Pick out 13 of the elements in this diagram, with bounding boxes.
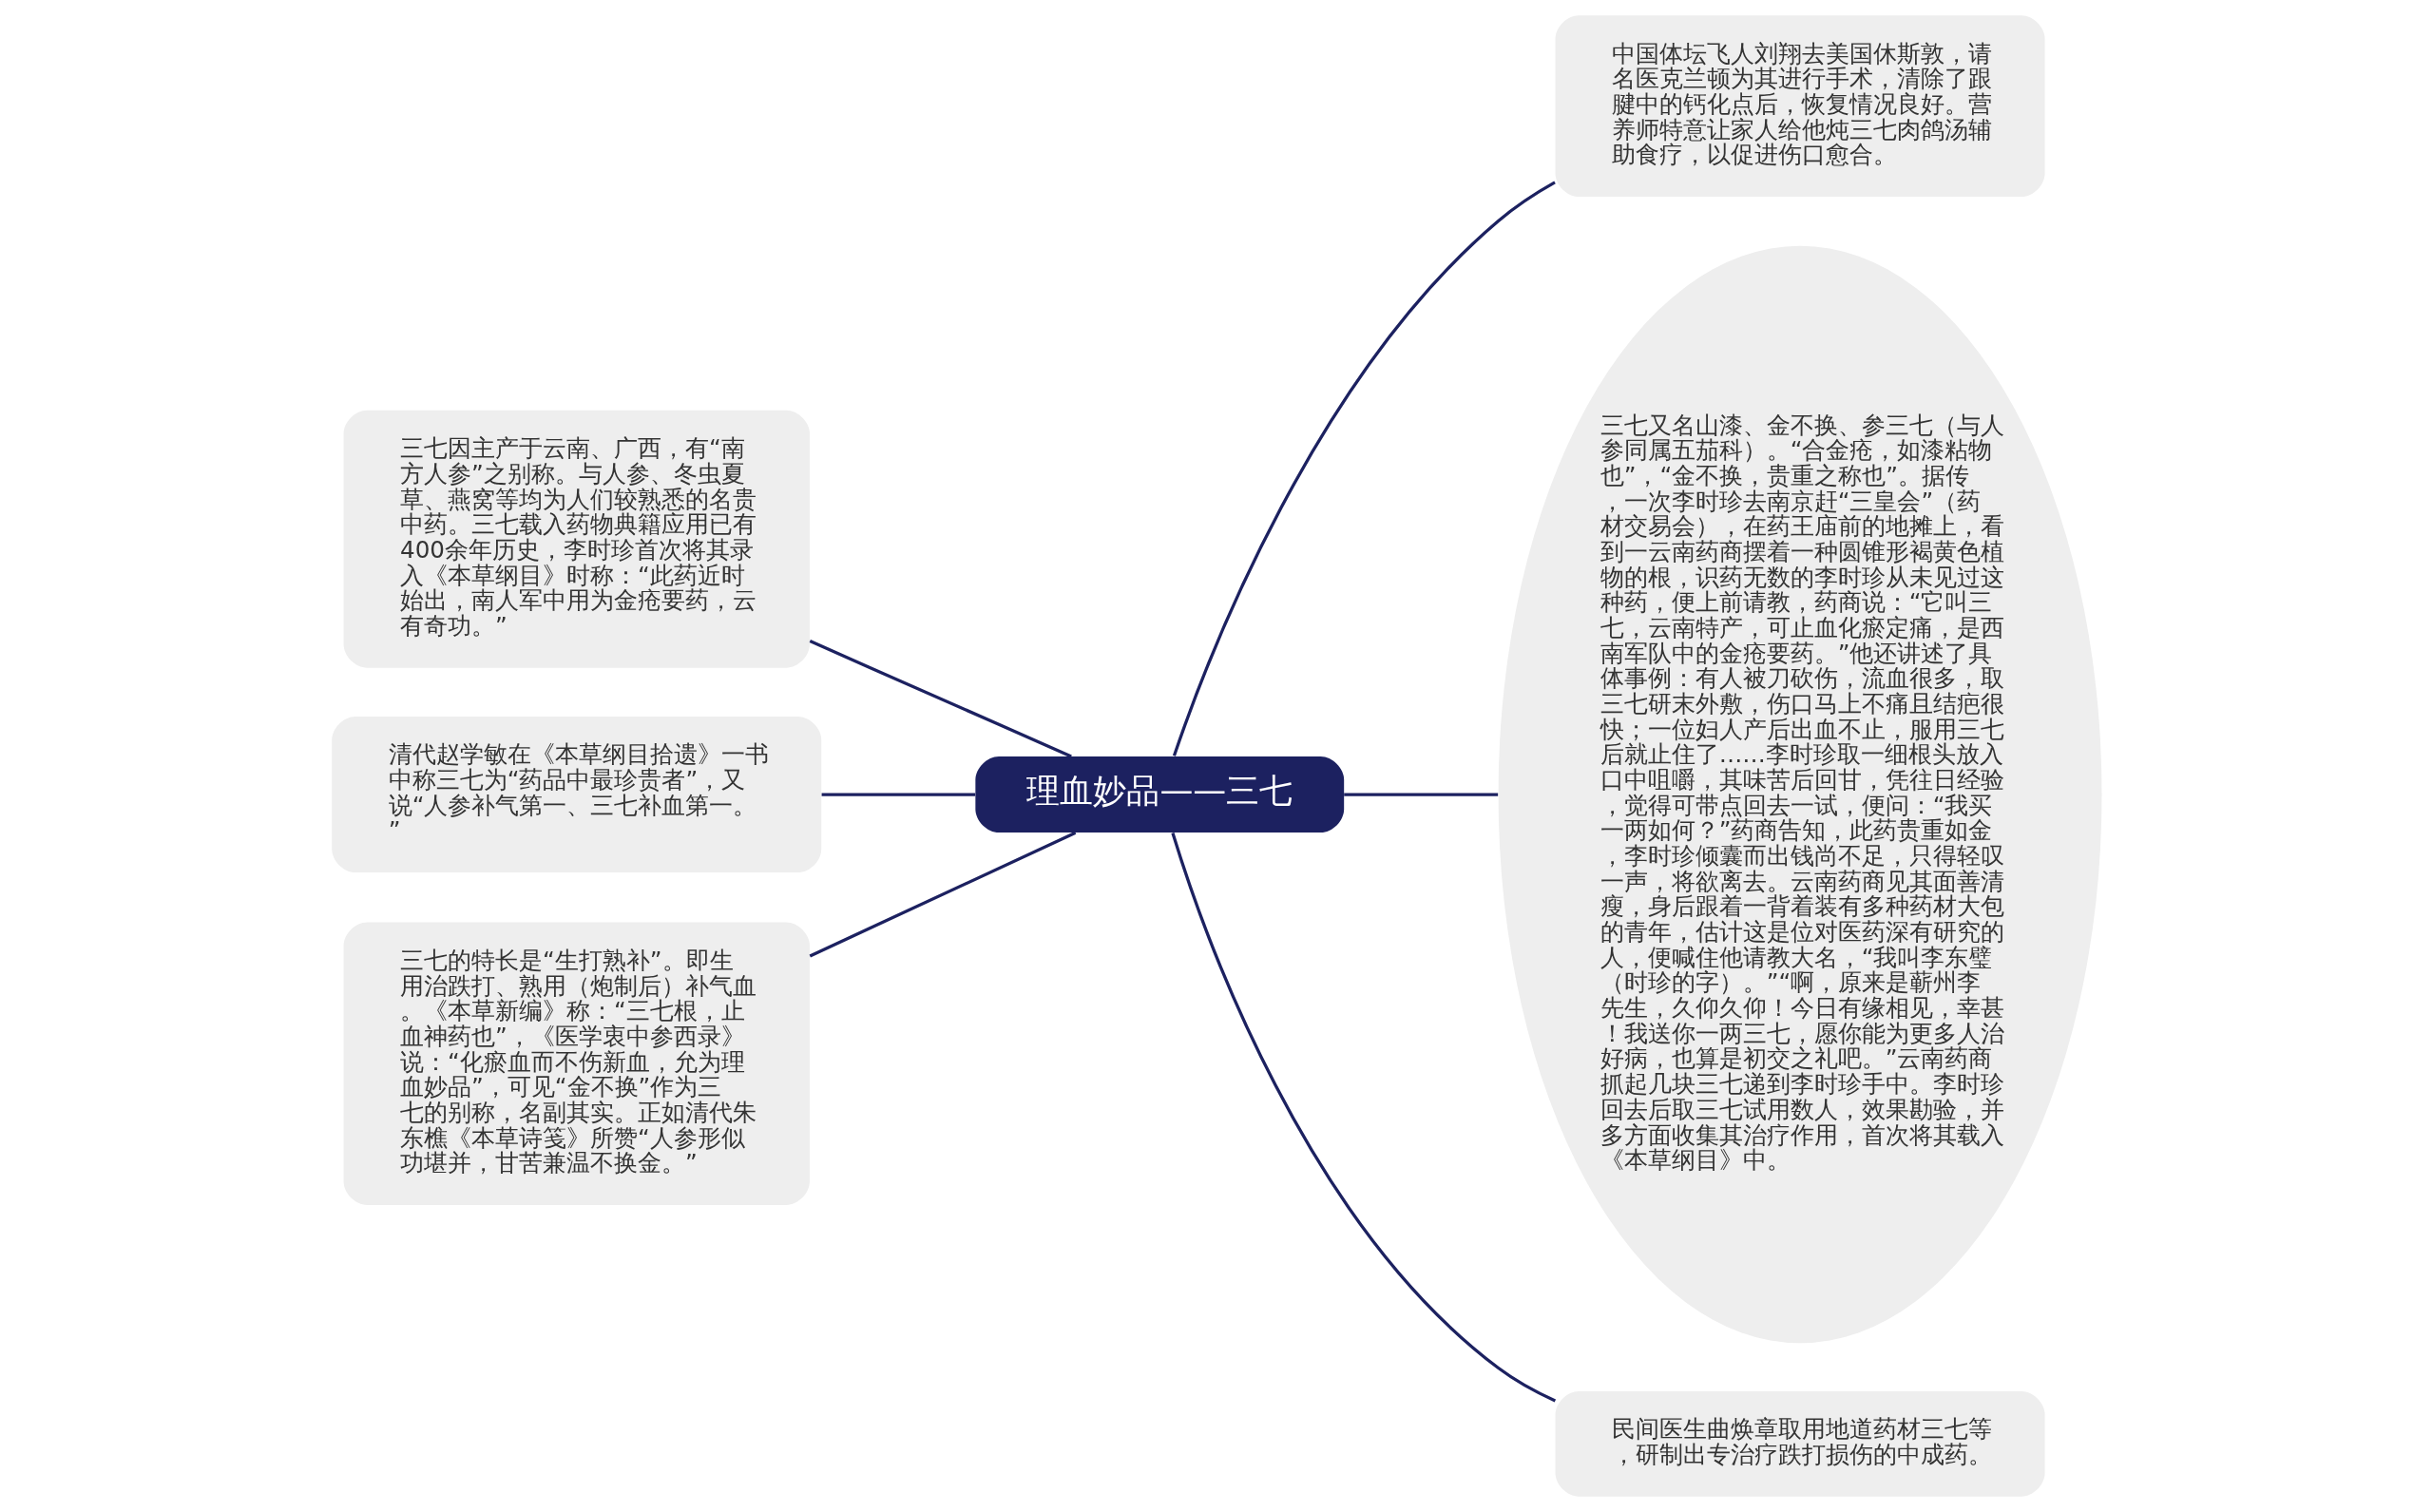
connector [809,640,1072,758]
connector [821,793,975,796]
node-box: 中国体坛飞人刘翔去美国休斯敦，请名医克兰顿为其进行手术，清除了跟腱中的钙化点后，恢复情况良好。营养师特意让家人给他炖三七肉鸽汤辅助食疗，以促进伤口愈合。 [1555,15,2045,198]
connector [1170,833,1556,1403]
node-box: 三七的特长是“生打熟补”。即生用治跌打、熟用（炮制后）补气血。《本草新编》称：“三七根，止血神药也”，《医学衷中参西录》说：“化瘀血而不伤新血，允为理血妙品”，可见“金不换”作为三七的别称，名副其实。正如清代朱东樵《本草诗笺》所赞“人参形似功堪并，甘苦兼温不换金。” [343,922,810,1205]
node-box: 民间医生曲焕章取用地道药材三七等，研制出专治疗跌打损伤的中成药。 [1555,1390,2045,1497]
node-box: 理血妙品——三七 [974,756,1344,833]
node-ellipse: 三七又名山漆、金不换、参三七（与人参同属五茄科）。“合金疮，如漆粘物也”，“金不换，贵重之称也”。据传，一次李时珍去南京赶“三皇会”（药材交易会），在药王庙前的地摊上，看到一云南药商摆着一种圆锥形褐黄色植物的根，识药无数的李时珍从未见过这种药，便上前请教，药商说：“它叫三七，云南特产，可止血化瘀定痛，是西南军队中的金疮要药。”他还讲述了具体事例：有人被刀砍伤，流血很多，取三七研末外敷，伤口马上不痛且结疤很快；一位妇人产后出血不止，服用三七后就止住了……李时珍取一细根头放入口中咀嚼，其味苦后回甘，凭往日经验，觉得可带点回去一试，便问：“我买一两如何？”药商告知，此药贵重如金，李时珍倾囊而出钱尚不足，只得轻叹一声，将欲离去。云南药商见其面善清瘦，身后跟着一背着装有多种药材大包的青年，估计这是位对医药深有研究的人，便喊住他请教大名，“我叫李东璧（时珍的字）。”“啊，原来是蕲州李先生，久仰久仰！今日有缘相见，幸甚！我送你一两三七，愿你能为更多人治好病，也算是初交之礼吧。”云南药商抓起几块三七递到李时珍手中。李时珍回去后取三七试用数人，效果勘验，并多方面收集其治疗作用，首次将其载入《本草纲目》中。 [1498,245,2101,1344]
node-box: 清代赵学敏在《本草纲目拾遗》一书中称三七为“药品中最珍贵者”，又说“人参补气第一、三七补血第一。” [331,716,821,873]
node-box: 三七因主产于云南、广西，有“南方人参”之别称。与人参、冬虫夏草、燕窝等均为人们较熟悉的名贵中药。三七载入药物典籍应用已有400余年历史，李时珍首次将其录入《本草纲目》时称：“此药近时始出，南人军中用为金疮要药，云有奇功。” [343,410,810,668]
connector [809,831,1076,958]
connector [1343,793,1498,796]
connector [1172,181,1556,756]
